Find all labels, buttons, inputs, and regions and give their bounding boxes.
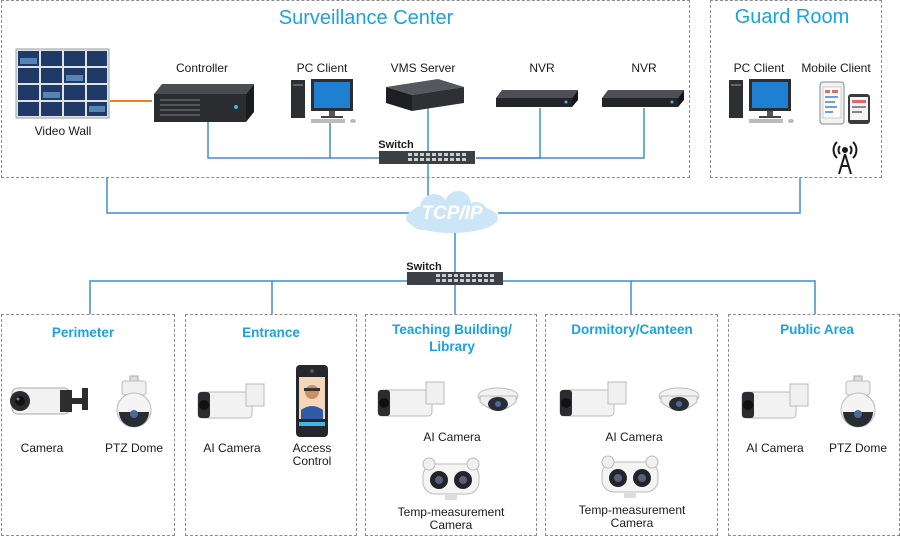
dormitory-temp-label-line1: Temp-measurement (578, 503, 686, 517)
teaching-ai-camera-label: AI Camera (423, 430, 481, 444)
mobile-client-icon (819, 81, 870, 125)
ai-camera-icon-dormitory (559, 381, 627, 417)
perimeter-title: Perimeter (51, 325, 115, 340)
public-ai-camera-label: AI Camera (746, 441, 804, 455)
temp-camera-icon-dormitory (601, 455, 659, 498)
dome-camera-icon-dormitory (658, 387, 700, 411)
pc-client-label: PC Client (296, 61, 348, 75)
teaching-temp-label-line1: Temp-measurement (397, 505, 505, 519)
vms-server-icon (386, 79, 464, 111)
entrance-ai-camera-label: AI Camera (203, 441, 261, 455)
mobile-client-label: Mobile Client (801, 61, 871, 75)
surveillance-center-title: Surveillance Center (278, 7, 454, 29)
controller-icon (154, 84, 254, 122)
temp-camera-icon-teaching (422, 457, 480, 500)
tcpip-label: TCP/IP (421, 203, 483, 224)
nvr-1-icon (496, 90, 578, 107)
wireless-tower-icon (832, 141, 858, 175)
guard-room-box (710, 0, 882, 178)
public-ptz-label: PTZ Dome (828, 441, 887, 455)
ptz-dome-icon-perimeter (116, 375, 152, 428)
perimeter-camera-label: Camera (20, 441, 64, 455)
switch-top-icon (379, 151, 475, 164)
tcpip-cloud-icon (406, 191, 498, 233)
switch-main-icon (407, 272, 503, 285)
vms-server-label: VMS Server (390, 61, 456, 75)
access-control-label-line2: Control (292, 454, 332, 468)
dormitory-ai-camera-label: AI Camera (605, 430, 663, 444)
switch-main-label: Switch (406, 261, 442, 273)
teaching-title-line2: Library (429, 339, 475, 354)
nvr-1-label: NVR (529, 61, 555, 75)
dormitory-temp-label-line2: Camera (610, 516, 654, 530)
ai-camera-icon-teaching (377, 381, 445, 417)
entrance-title: Entrance (242, 325, 300, 340)
dome-camera-icon-teaching (477, 387, 519, 411)
pc-client-icon (291, 79, 356, 123)
perimeter-box (1, 314, 175, 536)
controller-label: Controller (175, 61, 229, 75)
video-wall-icon (15, 48, 110, 119)
bullet-camera-icon (10, 387, 88, 415)
video-wall-label: Video Wall (34, 124, 92, 138)
ptz-dome-icon-public (840, 375, 876, 428)
dormitory-box (545, 314, 718, 536)
perimeter-ptz-label: PTZ Dome (104, 441, 163, 455)
public-area-title: Public Area (780, 322, 854, 337)
teaching-title-line1: Teaching Building/ (392, 322, 512, 337)
ai-camera-icon-public (741, 383, 809, 419)
access-control-label-line1: Access (292, 441, 332, 455)
nvr-2-icon (602, 90, 684, 107)
guard-pc-client-icon (729, 79, 794, 123)
nvr-2-label: NVR (631, 61, 657, 75)
surveillance-center-box (1, 0, 690, 178)
access-control-icon (296, 365, 328, 437)
dormitory-title: Dormitory/Canteen (571, 322, 693, 337)
switch-top-label: Switch (378, 139, 414, 151)
guard-room-title: Guard Room (734, 6, 850, 28)
ai-camera-icon-entrance (197, 383, 265, 419)
teaching-box (365, 314, 537, 536)
guard-pc-client-label: PC Client (733, 61, 785, 75)
teaching-temp-label-line2: Camera (429, 518, 473, 532)
entrance-box (185, 314, 357, 536)
